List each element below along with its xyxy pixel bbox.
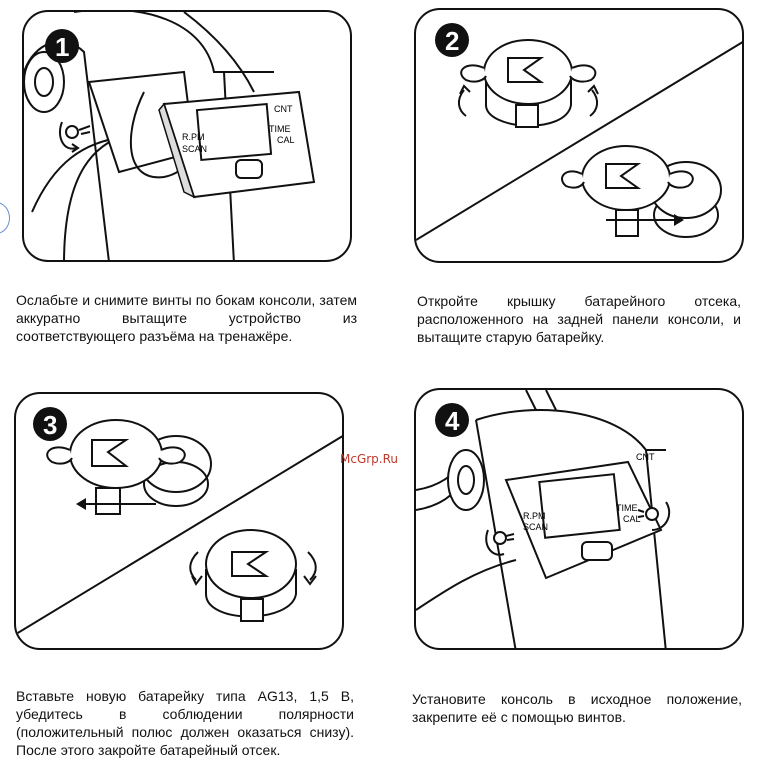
svg-text:2: 2 — [445, 26, 459, 56]
console-label-cal: CAL — [623, 514, 641, 524]
svg-text:1: 1 — [55, 32, 69, 62]
console-label-rpm: R.PM — [523, 511, 546, 521]
svg-text:4: 4 — [445, 406, 460, 436]
screw-icon — [65, 125, 79, 139]
step-3-badge — [33, 407, 67, 441]
console-label-cnt: CNT — [274, 104, 293, 114]
step-1-caption: Ослабьте и снимите винты по бокам консол… — [16, 292, 357, 344]
page-edge-marker — [0, 202, 10, 234]
step-1-illustration: CNT TIME CAL R.PM SCAN 1 — [22, 10, 352, 262]
rotate-right-icon — [307, 551, 317, 581]
step-3-caption: Вставьте новую батарейку типа AG13, 1,5 … — [16, 688, 354, 758]
console-label-time: TIME — [616, 503, 638, 513]
step-4-illustration: CNT TIME CAL R.PM SCAN 4 — [414, 388, 744, 650]
step-1-badge — [45, 29, 79, 63]
screw-icon — [645, 507, 659, 521]
console-label-cal: CAL — [277, 135, 295, 145]
step-3-illustration: 3 — [14, 392, 344, 650]
watermark: McGrp.Ru — [340, 452, 399, 466]
console-label-rpm: R.PM — [182, 132, 205, 142]
screw-icon — [493, 531, 507, 545]
step-2-caption: Откройте крышку батарейного отсека, расп… — [417, 293, 741, 345]
svg-text:3: 3 — [43, 410, 57, 440]
console-label-scan: SCAN — [182, 144, 207, 154]
rotate-arrow-icon — [651, 501, 671, 531]
console-label-time: TIME — [269, 124, 291, 134]
console-label-cnt: CNT — [636, 452, 655, 462]
step-4-badge — [435, 403, 469, 437]
rotate-left-icon — [189, 551, 199, 581]
step-4-caption: Установите консоль в исходное положение,… — [412, 691, 742, 725]
rotate-arrow-icon — [485, 529, 505, 556]
step-2-illustration: 2 — [414, 8, 744, 263]
rotate-left-icon — [458, 89, 467, 117]
rotate-arrow-icon — [58, 121, 77, 150]
console-label-scan: SCAN — [523, 522, 548, 532]
step-2-badge — [435, 23, 469, 57]
rotate-right-icon — [589, 89, 598, 117]
